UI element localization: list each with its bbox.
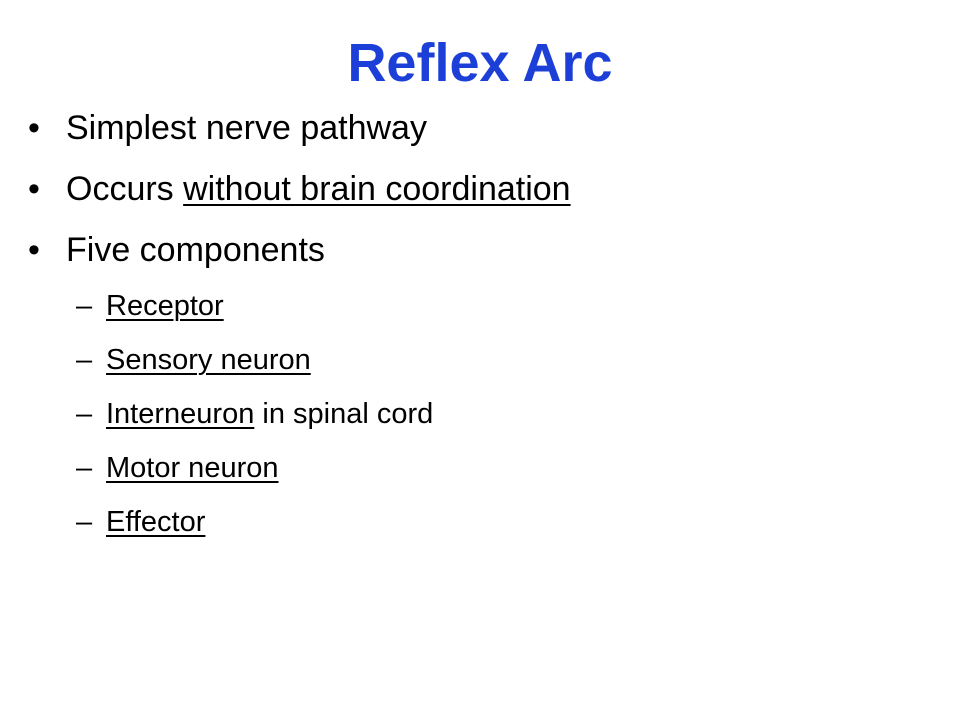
bullet-icon: • xyxy=(28,231,40,269)
dash-icon: – xyxy=(76,452,93,484)
component-name: Interneuron xyxy=(106,398,255,430)
bullet-text-underlined: without brain coordination xyxy=(183,170,571,208)
bullet-icon: • xyxy=(28,170,40,208)
component-name: Effector xyxy=(106,506,206,538)
component-item-sensory-neuron: – Sensory neuron xyxy=(28,343,928,377)
bullet-icon: • xyxy=(28,109,40,147)
component-item-effector: – Effector xyxy=(28,505,928,539)
component-list-wrapper: – Receptor – Sensory neuron – Interneuro… xyxy=(28,289,928,539)
bullet-item-occurs: • Occurs without brain coordination xyxy=(28,169,928,209)
dash-icon: – xyxy=(76,398,93,430)
dash-icon: – xyxy=(76,506,93,538)
component-item-receptor: – Receptor xyxy=(28,289,928,323)
component-name: Sensory neuron xyxy=(106,344,311,376)
component-item-motor-neuron: – Motor neuron xyxy=(28,451,928,485)
component-detail: in spinal cord xyxy=(254,398,434,430)
dash-icon: – xyxy=(76,344,93,376)
component-item-interneuron: – Interneuron in spinal cord xyxy=(28,397,928,431)
bullet-item-pathway: • Simplest nerve pathway xyxy=(28,108,928,148)
bullet-text: Five components xyxy=(66,231,325,269)
bullet-item-components: • Five components xyxy=(28,230,928,270)
bullet-list: • Simplest nerve pathway • Occurs withou… xyxy=(28,108,928,559)
component-list: – Receptor – Sensory neuron – Interneuro… xyxy=(28,289,928,539)
bullet-text: Occurs xyxy=(66,170,184,208)
slide-title: Reflex Arc xyxy=(347,33,613,93)
component-name: Motor neuron xyxy=(106,452,279,484)
dash-icon: – xyxy=(76,290,93,322)
component-name: Receptor xyxy=(106,290,224,322)
bullet-text: Simplest nerve pathway xyxy=(66,109,427,147)
